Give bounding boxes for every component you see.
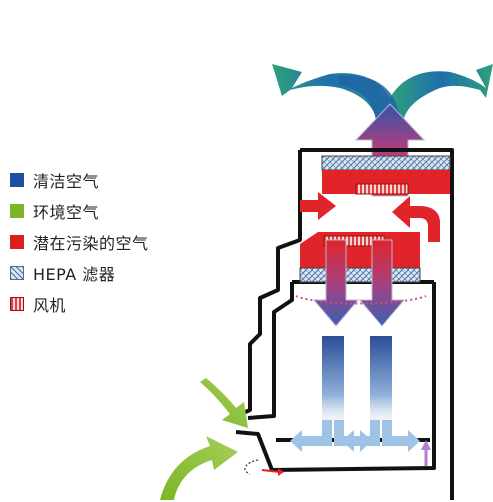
legend-label: 风机: [33, 296, 67, 315]
ambient-air-swatch: [10, 204, 24, 218]
contaminated-air-swatch: [10, 235, 24, 249]
legend-item-clean-air: 清洁空气: [10, 168, 210, 192]
legend: 清洁空气 环境空气 潜在污染的空气 HEPA 滤器 风机: [10, 168, 210, 323]
fan-swatch: [10, 297, 24, 311]
exhaust-hepa-filter: [321, 155, 451, 171]
legend-label: HEPA 滤器: [33, 265, 116, 284]
legend-item-ambient-air: 环境空气: [10, 199, 210, 223]
supply-down-arrows: [312, 239, 406, 327]
upper-fan: [355, 183, 409, 195]
clean-downflow: [290, 336, 420, 452]
legend-item-hepa-filter: HEPA 滤器: [10, 261, 210, 285]
blower-box: [300, 232, 420, 268]
legend-label: 环境空气: [33, 203, 100, 222]
cabinet-outline: [235, 148, 454, 500]
bottom-return-arrows: [244, 440, 431, 476]
legend-item-fan: 风机: [10, 292, 210, 316]
clean-air-swatch: [10, 173, 24, 187]
ambient-intake-arrows: [160, 378, 248, 500]
legend-item-contaminated-air: 潜在污染的空气: [10, 230, 210, 254]
legend-label: 清洁空气: [33, 172, 100, 191]
legend-label: 潜在污染的空气: [33, 234, 149, 253]
hepa-filter-swatch: [10, 266, 24, 280]
work-zone-boundary: [295, 295, 427, 305]
recirculation-arrows: [300, 192, 440, 242]
supply-hepa-filter: [299, 267, 421, 283]
